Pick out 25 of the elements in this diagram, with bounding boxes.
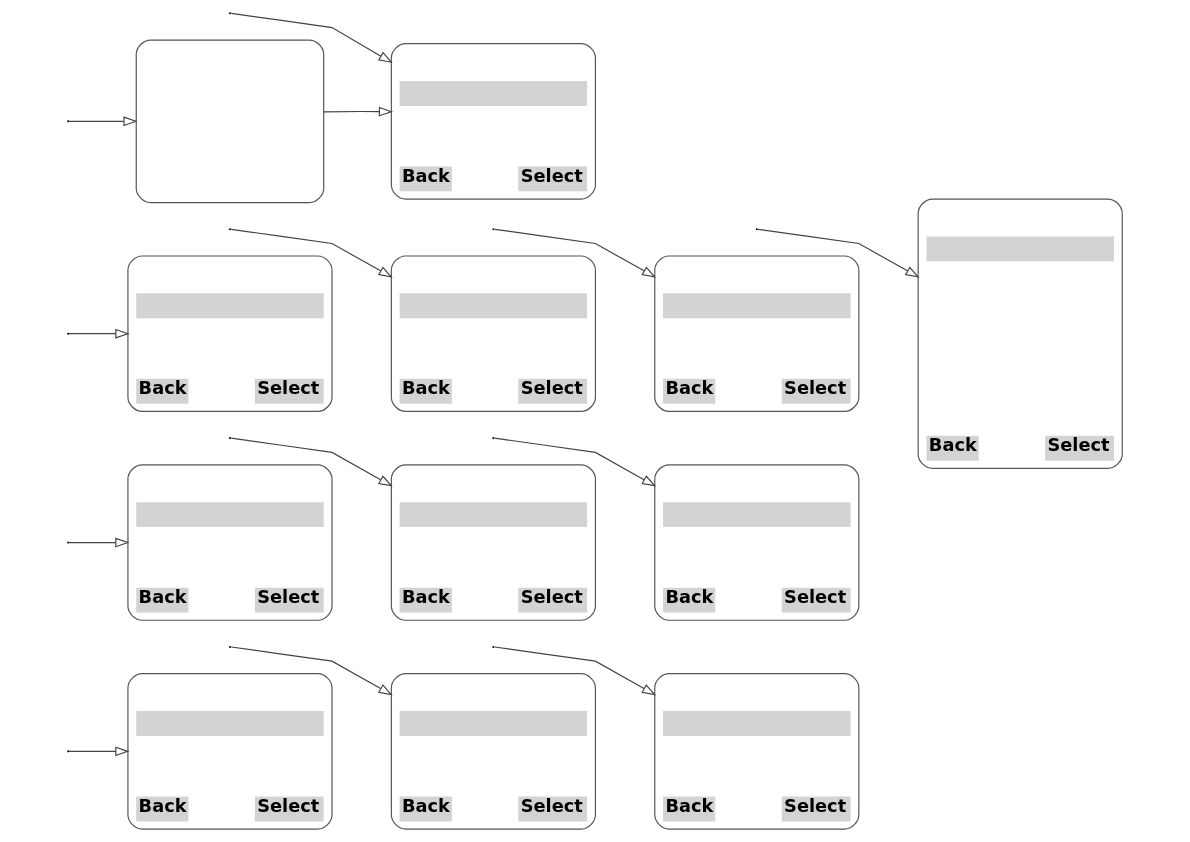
node-box: Back Select [127, 673, 333, 830]
node-box: Back Select [654, 255, 860, 412]
arrow [68, 746, 130, 757]
arrow [230, 12, 393, 64]
node-box [135, 39, 325, 204]
arrow [68, 537, 130, 548]
arrow [494, 228, 657, 278]
arrow [68, 116, 138, 127]
arrow [757, 228, 920, 278]
arrow [323, 106, 394, 117]
node-box: Back Select [390, 43, 597, 200]
arrow [494, 437, 657, 487]
node-box: Back Select [654, 673, 860, 830]
node-box: Back Select [654, 464, 860, 621]
arrow [230, 228, 393, 278]
node-box: Back Select [390, 464, 597, 621]
arrow [230, 646, 393, 696]
node-box: Back Select [127, 464, 333, 621]
arrow [494, 646, 657, 696]
arrow [230, 437, 393, 487]
node-box: Back Select [390, 255, 597, 412]
node-box: Back Select [917, 198, 1123, 469]
node-box: Back Select [390, 673, 597, 830]
arrow [68, 328, 130, 339]
node-box: Back Select [127, 255, 333, 412]
